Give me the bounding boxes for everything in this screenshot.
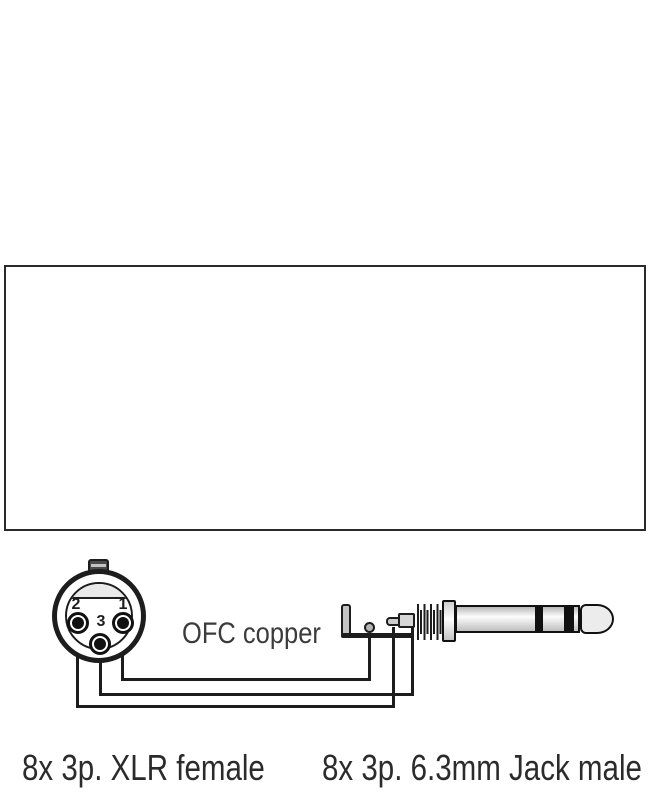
wire-pin2-riser	[392, 627, 395, 708]
wire-pin1-riser	[368, 634, 371, 681]
xlr-pin-3-label: 3	[96, 613, 106, 630]
wire-pin3-vertical	[99, 644, 102, 696]
jack-collar	[442, 600, 456, 642]
xlr-keyway	[67, 584, 131, 599]
wire-pin1-horizontal	[121, 678, 371, 681]
diagram-frame: 2 1 3 OFC copper 8x 3p. XLR female 8x 3p…	[4, 265, 646, 786]
jack-insulator-band-2	[564, 605, 574, 633]
xlr-pin-2-label: 2	[71, 596, 81, 613]
jack-pin-terminal	[364, 622, 375, 633]
jack-sleeve-lug	[341, 604, 351, 636]
xlr-pin-1-label: 1	[118, 596, 128, 613]
wire-pin3-riser	[411, 627, 414, 696]
jack-strain-relief-spring-inner	[420, 610, 443, 634]
xlr-pin-1	[112, 612, 134, 634]
jack-caption: 8x 3p. 6.3mm Jack male	[322, 747, 642, 788]
jack-insulator-band-1	[535, 605, 543, 633]
jack-tip	[580, 604, 614, 634]
xlr-pin-2	[67, 612, 89, 634]
xlr-caption: 8x 3p. XLR female	[22, 747, 265, 788]
jack-terminal-bar	[341, 633, 414, 638]
cable-type-label: OFC copper	[182, 617, 321, 650]
wire-pin2-horizontal	[76, 705, 395, 708]
jack-shaft	[455, 605, 580, 633]
jack-ring-lug	[398, 613, 415, 628]
wire-pin3-horizontal	[99, 693, 414, 696]
xlr-pin-3	[89, 633, 111, 655]
wire-pin2-vertical	[76, 624, 79, 708]
